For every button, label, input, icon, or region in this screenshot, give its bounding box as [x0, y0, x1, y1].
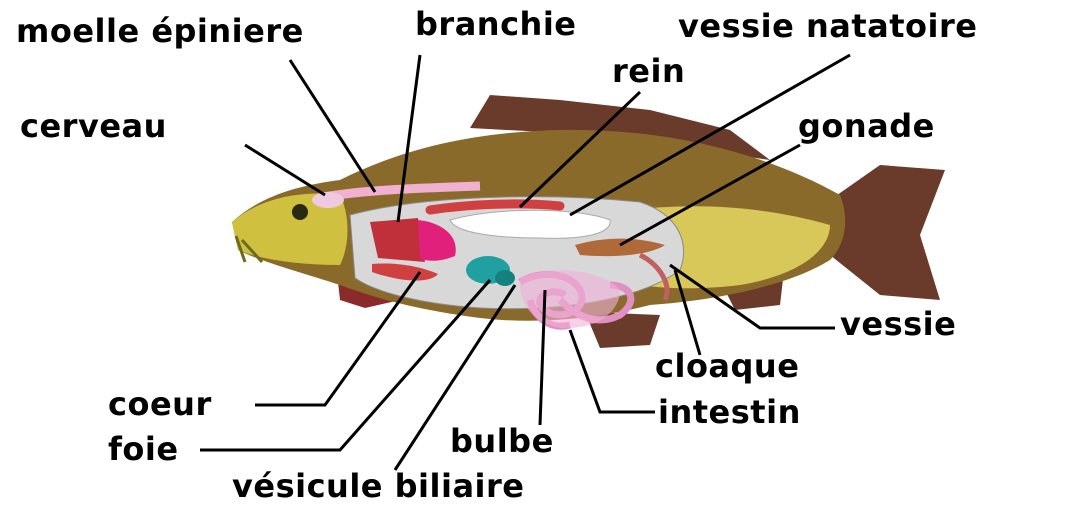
- label-branchie: branchie: [415, 8, 576, 40]
- gall-bladder: [495, 270, 515, 286]
- brain: [312, 192, 344, 208]
- label-foie: foie: [108, 433, 179, 465]
- label-moelle-epiniere: moelle épiniere: [16, 15, 304, 47]
- leader-moelle: [290, 60, 375, 192]
- label-vessie: vessie: [840, 308, 956, 340]
- label-bulbe: bulbe: [450, 425, 554, 457]
- label-cerveau: cerveau: [20, 110, 167, 142]
- label-gonade: gonade: [798, 110, 935, 142]
- label-cloaque: cloaque: [655, 350, 799, 382]
- label-vessie-natatoire: vessie natatoire: [678, 10, 977, 42]
- leader-cerveau: [245, 145, 325, 195]
- eye: [292, 204, 308, 220]
- label-rein: rein: [612, 55, 685, 87]
- label-vesicule-biliaire: vésicule biliaire: [232, 470, 525, 502]
- gills: [370, 218, 425, 262]
- label-coeur: coeur: [108, 388, 212, 420]
- label-intestin: intestin: [658, 396, 801, 428]
- tail-fin: [830, 165, 945, 300]
